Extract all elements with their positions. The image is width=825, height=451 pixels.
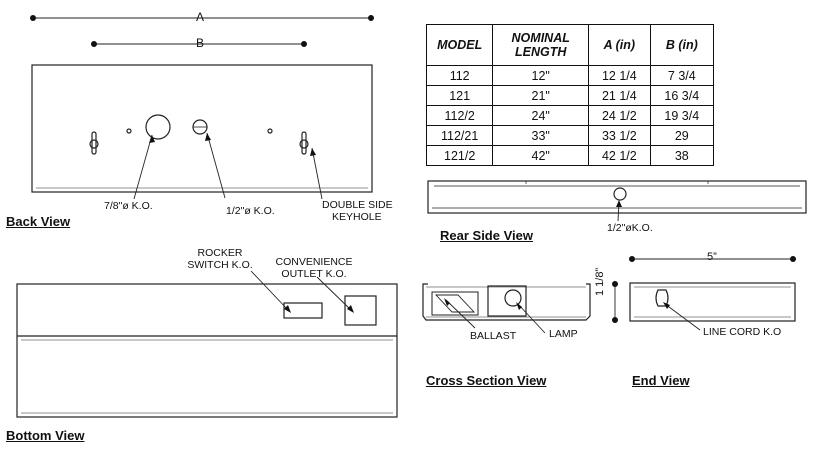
table-cell: 121	[425, 85, 494, 106]
table-header: A (in)	[588, 24, 651, 66]
rear-side-view-body	[427, 180, 807, 222]
bottom-view-body	[16, 270, 398, 418]
table-cell: 12 1/4	[588, 65, 651, 86]
cross-section-view-body	[422, 283, 591, 334]
table-cell: 33"	[492, 125, 590, 146]
table-header-row: MODEL NOMINAL LENGTH A (in) B (in)	[425, 24, 715, 66]
table-row: 121/2 42" 42 1/2 38	[425, 145, 715, 166]
knockout-1-2-label: 1/2"ø K.O.	[226, 205, 275, 217]
table-cell: 24"	[492, 105, 590, 126]
table-row: 121 21" 21 1/4 16 3/4	[425, 85, 715, 106]
keyhole-left	[89, 131, 99, 155]
lamp-socket	[487, 285, 527, 317]
knockout-1-2-circle	[192, 119, 208, 135]
table-cell: 112/2	[425, 105, 494, 126]
table-cell: 24 1/2	[588, 105, 651, 126]
table-header: MODEL	[425, 24, 494, 66]
dimension-height-label: 1 1/8”	[594, 267, 606, 296]
table-cell: 38	[649, 145, 715, 166]
dimension-b-line	[91, 41, 307, 47]
end-view-dimension-5-line	[629, 256, 796, 262]
ballast-block	[431, 291, 479, 316]
table-header: NOMINAL LENGTH	[492, 24, 590, 66]
keyhole-label-line2: KEYHOLE	[332, 211, 382, 223]
rocker-switch-knockout	[283, 302, 323, 319]
table-cell: 112/21	[425, 125, 494, 146]
cross-section-view-title: Cross Section View	[426, 373, 547, 388]
table-cell: 7 3/4	[649, 65, 715, 86]
table-row: 112/2 24" 24 1/2 19 3/4	[425, 105, 715, 126]
rear-side-view-title: Rear Side View	[440, 228, 533, 243]
table-cell: 19 3/4	[649, 105, 715, 126]
end-view-dimension-height-line	[612, 281, 618, 323]
table-cell: 112	[425, 65, 494, 86]
table-cell: 12"	[492, 65, 590, 86]
table-cell: 29	[649, 125, 715, 146]
end-view-title: End View	[632, 373, 690, 388]
dimension-b-label: B	[196, 36, 205, 50]
back-view-body	[31, 64, 373, 200]
table-cell: 21"	[492, 85, 590, 106]
model-spec-table: MODEL NOMINAL LENGTH A (in) B (in) 112 1…	[425, 24, 715, 166]
keyhole-right	[299, 131, 309, 155]
back-view-title: Back View	[6, 214, 71, 229]
ballast-label: BALLAST	[470, 330, 517, 342]
table-row: 112/21 33" 33 1/2 29	[425, 125, 715, 146]
end-view-body	[629, 282, 796, 331]
table-cell: 42"	[492, 145, 590, 166]
dimension-a-label: A	[196, 10, 205, 24]
table-row: 112 12" 12 1/4 7 3/4	[425, 65, 715, 86]
lamp-label: LAMP	[549, 328, 578, 340]
bottom-view-title: Bottom View	[6, 428, 85, 443]
lamp-circle	[504, 289, 522, 307]
outlet-label-line1: CONVENIENCE	[275, 256, 353, 268]
table-cell: 121/2	[425, 145, 494, 166]
table-cell: 16 3/4	[649, 85, 715, 106]
knockout-7-8-circle	[145, 114, 171, 140]
convenience-outlet-knockout	[344, 295, 377, 326]
rocker-label-line2: SWITCH K.O.	[187, 259, 253, 271]
dimension-a-line	[30, 15, 374, 21]
rear-knockout-circle	[613, 187, 627, 201]
table-cell: 33 1/2	[588, 125, 651, 146]
table-cell: 21 1/4	[588, 85, 651, 106]
line-cord-label: LINE CORD K.O	[703, 326, 782, 338]
knockout-7-8-label: 7/8"ø K.O.	[104, 200, 153, 212]
outlet-label-line2: OUTLET K.O.	[281, 268, 347, 280]
rocker-label-line1: ROCKER	[197, 247, 243, 259]
table-cell: 42 1/2	[588, 145, 651, 166]
dimension-5-label: 5”	[707, 251, 717, 263]
keyhole-label-line1: DOUBLE SIDE	[322, 199, 393, 211]
table-header: B (in)	[649, 24, 715, 66]
rear-knockout-label: 1/2"øK.O.	[607, 222, 653, 234]
